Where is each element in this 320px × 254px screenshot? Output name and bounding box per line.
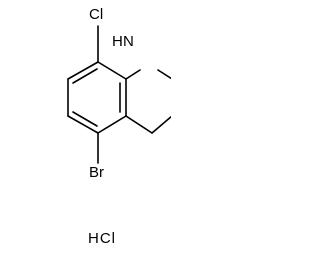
bond-c7-c8 bbox=[67, 61, 99, 80]
bond-c8-c8a bbox=[97, 61, 127, 80]
bond-c5-c6 bbox=[67, 115, 99, 134]
bromine-label: Br bbox=[89, 164, 104, 181]
bond-c7-c8-inner bbox=[72, 68, 98, 84]
bond-c4-c4a bbox=[125, 115, 153, 134]
chlorine-label: Cl bbox=[89, 6, 103, 23]
amine-hydrogen-label: H bbox=[112, 33, 123, 50]
bond-c8a-n1 bbox=[125, 69, 141, 80]
bond-n1-c2 bbox=[157, 69, 171, 80]
bond-c5-c6-inner bbox=[72, 111, 98, 127]
saturated-ring bbox=[125, 69, 171, 134]
hydrochloride-label: HCl bbox=[88, 230, 116, 247]
bond-c4a-c5 bbox=[97, 115, 127, 134]
chemical-structure: Cl H N Br HCl bbox=[67, 6, 171, 247]
aromatic-ring bbox=[67, 61, 127, 134]
bond-c3-c4 bbox=[151, 115, 171, 134]
nitrogen-label: N bbox=[123, 33, 134, 50]
